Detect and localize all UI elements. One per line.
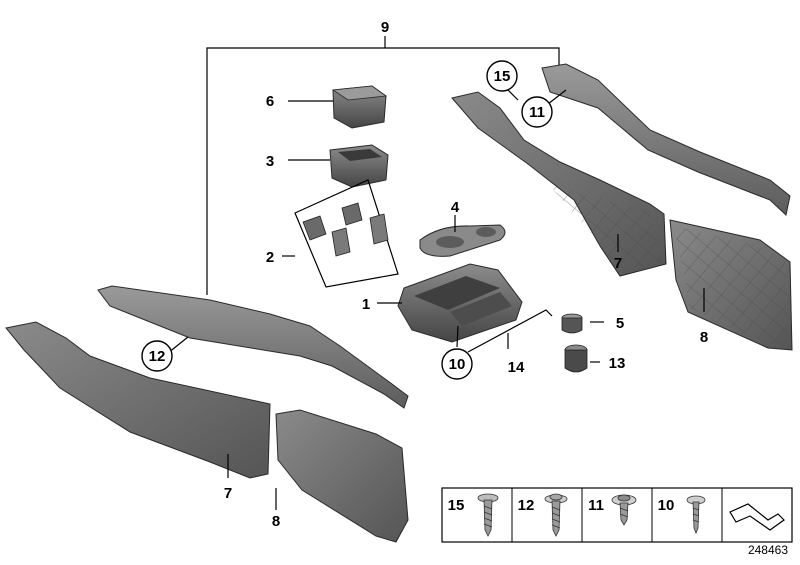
part-3-cup-insert — [329, 144, 389, 188]
part-8-right-panel — [669, 219, 793, 351]
screw-label-15: 15 — [448, 497, 465, 514]
screw-label-12: 12 — [518, 497, 535, 514]
callout-5: 5 — [616, 315, 624, 332]
screw-table: 15 12 11 10 — [441, 487, 793, 543]
callout-10: 10 — [449, 356, 466, 373]
part-4-ribbed-mat — [419, 224, 506, 257]
callout-6: 6 — [266, 93, 274, 110]
part-15-trim-panel — [451, 91, 667, 277]
callout-10-circle — [441, 348, 473, 380]
callout-15-circle — [486, 60, 518, 92]
callout-8-right: 8 — [700, 329, 708, 346]
part-11-upper-trim — [541, 63, 791, 216]
screw-small-icon — [686, 495, 706, 535]
callout-11-circle — [521, 96, 553, 128]
callout-1: 1 — [362, 296, 370, 313]
callout-4: 4 — [451, 199, 460, 216]
screw-torx-washer-icon — [611, 494, 637, 526]
callout-7-left: 7 — [224, 485, 232, 502]
reference-number: 248463 — [748, 543, 788, 557]
callout-12-circle — [141, 340, 173, 372]
part-7-left-panel — [5, 321, 271, 479]
part-2-clips-group — [294, 179, 399, 288]
folded-strip-icon — [729, 503, 785, 531]
part-8-lower-panel — [275, 409, 409, 543]
screw-washer-icon — [544, 493, 568, 537]
group-9-bracket — [206, 36, 560, 295]
callout-2: 2 — [266, 249, 274, 266]
part-5-socket — [561, 313, 583, 334]
part-13-socket-housing — [564, 344, 588, 373]
callout-13: 13 — [609, 355, 626, 372]
callout-9: 9 — [381, 19, 389, 36]
callout-7-right: 7 — [614, 255, 622, 272]
screw-large-head-icon — [477, 493, 499, 537]
part-12-lower-trim — [97, 285, 409, 409]
part-14-wire — [467, 309, 553, 353]
callouts: 9 6 3 2 4 1 14 5 13 7 8 7 8 15 11 12 10 — [141, 19, 708, 530]
callout-3: 3 — [266, 153, 274, 170]
callout-11: 11 — [529, 104, 545, 121]
callout-12: 12 — [149, 348, 166, 365]
callout-14: 14 — [508, 359, 525, 376]
callout-15: 15 — [494, 68, 511, 85]
screw-label-11: 11 — [588, 497, 604, 514]
screw-label-10: 10 — [658, 497, 675, 514]
callout-8-left: 8 — [272, 513, 280, 530]
part-6-cover — [331, 85, 388, 129]
part-1-tray — [397, 263, 523, 343]
